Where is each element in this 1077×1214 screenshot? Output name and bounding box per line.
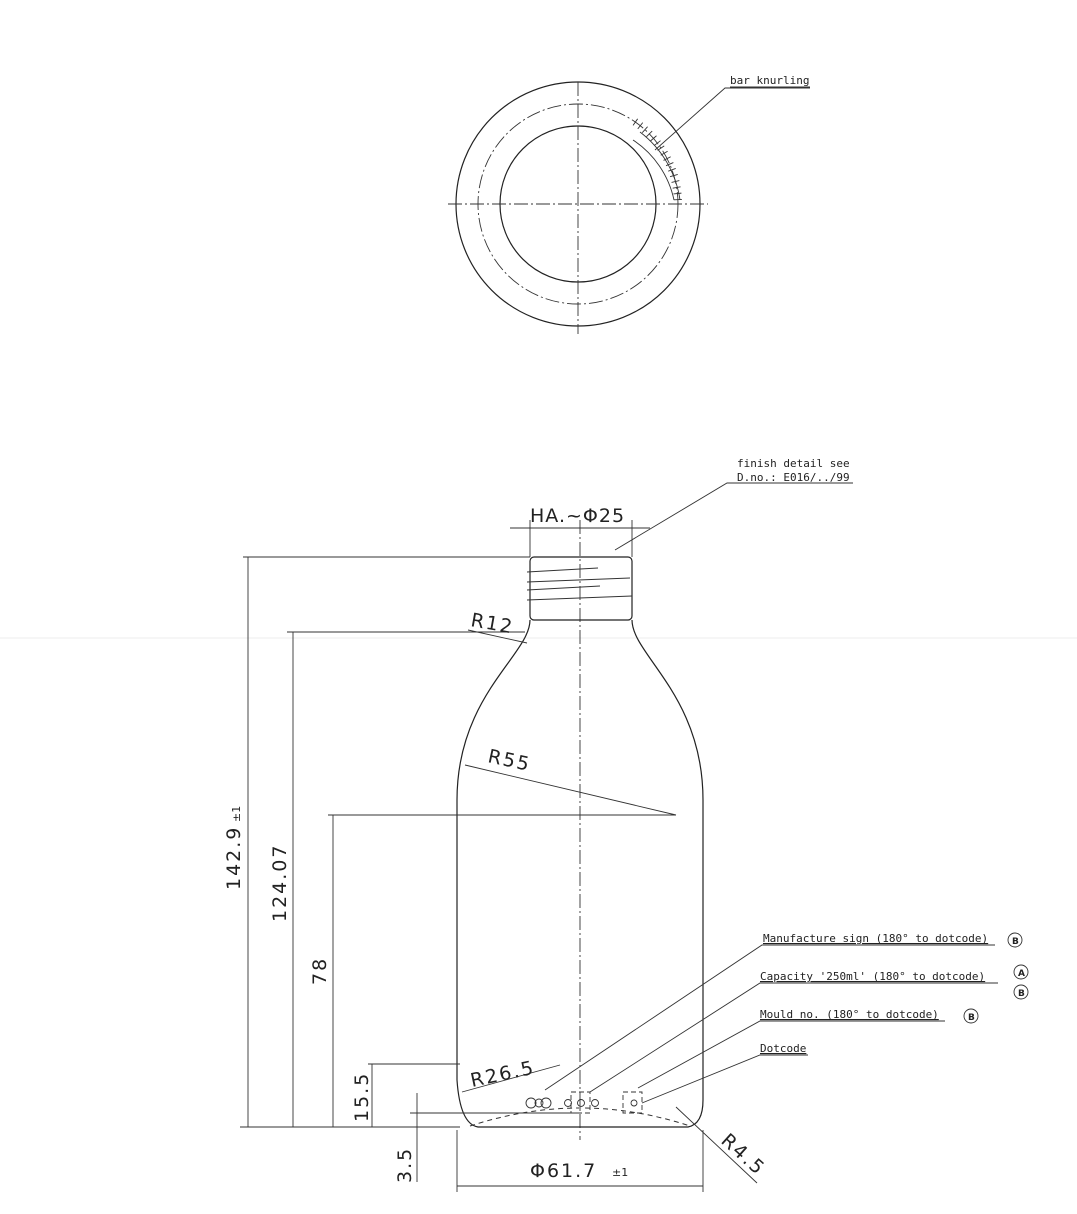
knurl-bar <box>657 145 665 151</box>
knurl-bar <box>650 135 657 142</box>
svg-text:Manufacture sign (180° to dotc: Manufacture sign (180° to dotcode) <box>763 932 988 945</box>
callout-mould-no: Mould no. (180° to dotcode) B <box>637 1008 979 1089</box>
total-height-value: 142.9 <box>223 826 245 890</box>
total-height-tol: ±1 <box>230 806 243 822</box>
knurl-bar <box>673 192 682 195</box>
diameter-tol: ±1 <box>612 1166 628 1179</box>
knurl-bar <box>671 180 680 183</box>
knurling-label: bar knurling <box>730 74 809 87</box>
finish-note-2: D.no.: E016/../99 <box>737 471 850 484</box>
knurl-bar <box>672 186 681 189</box>
knurl-bar <box>663 156 671 161</box>
knurl-bar <box>668 168 676 172</box>
radius-heel: R26.5 <box>468 1057 537 1092</box>
callout-manufacture-sign: Manufacture sign (180° to dotcode) B <box>544 932 1023 1091</box>
push-up <box>469 1107 691 1127</box>
svg-text:Mould no. (180° to dotcode): Mould no. (180° to dotcode) <box>760 1008 939 1021</box>
knurl-bar <box>660 150 668 156</box>
radius-base: R4.5 <box>717 1129 770 1180</box>
knurl-bar <box>665 162 674 167</box>
knurl-bar <box>653 140 661 146</box>
body-height-value: 78 <box>309 957 331 985</box>
callout-dotcode: Dotcode <box>641 1042 808 1104</box>
svg-text:Dotcode: Dotcode <box>760 1042 806 1055</box>
knurling-leader <box>654 87 810 151</box>
knurl-bar <box>632 118 639 126</box>
svg-text:A: A <box>1018 969 1025 979</box>
top-view: bar knurling <box>448 74 810 334</box>
callout-capacity: Capacity '250ml' (180° to dotcode) A B <box>589 964 1029 1093</box>
svg-text:Capacity '250ml' (180° to dot: Capacity '250ml' (180° to dotcode) <box>760 970 985 983</box>
svg-text:B: B <box>1012 937 1019 947</box>
knurling-marks <box>632 118 682 201</box>
radius-neck: R12 <box>469 609 516 638</box>
finish-note-1: finish detail see <box>737 457 850 470</box>
finish-leader <box>614 482 853 551</box>
svg-text:B: B <box>1018 989 1025 999</box>
bottle-outline <box>456 619 704 1128</box>
diameter-value: Φ61.7 <box>530 1160 597 1182</box>
embossing-marks <box>525 1091 643 1114</box>
shoulder-height-value: 124.07 <box>269 844 291 922</box>
finish-diameter: HA.~Φ25 <box>530 505 625 527</box>
knurl-bar <box>637 122 644 130</box>
svg-text:B: B <box>968 1013 975 1023</box>
heel-height-value: 15.5 <box>351 1072 373 1122</box>
push-up-value: 3.5 <box>394 1147 416 1183</box>
knurl-bar <box>669 174 678 178</box>
side-view: HA.~Φ25 finish detail see D.no.: E016/..… <box>223 457 1029 1192</box>
finish <box>529 556 633 621</box>
knurl-bar <box>641 126 648 133</box>
knurl-bar <box>646 130 653 138</box>
